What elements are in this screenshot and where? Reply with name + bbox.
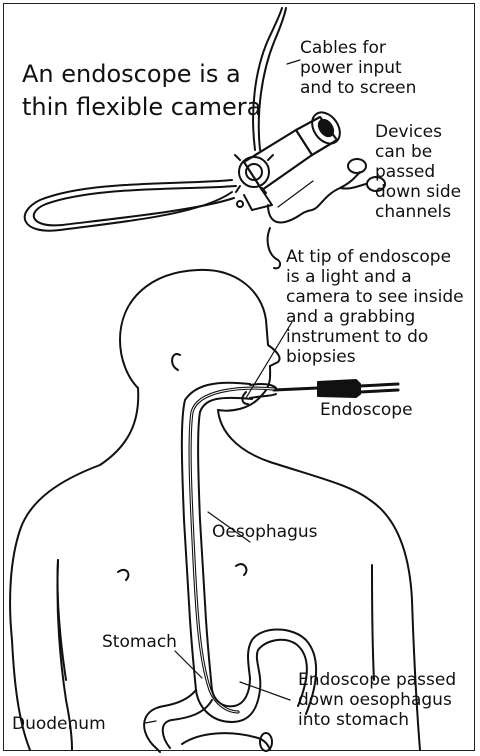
label-cables-line: Cables for — [300, 38, 416, 58]
title-line-2: thin flexible camera — [22, 91, 262, 124]
label-endoscope-passed: Endoscope passed down oesophagus into st… — [298, 670, 456, 730]
label-cables-line: power input — [300, 58, 416, 78]
label-cables-line: and to screen — [300, 78, 416, 98]
label-cables: Cables for power input and to screen — [300, 38, 416, 98]
label-duodenum: Duodenum — [12, 714, 106, 734]
label-endoscope: Endoscope — [320, 400, 413, 420]
label-tip-line: camera to see inside — [286, 287, 464, 307]
main-title: An endoscope is a thin flexible camera — [22, 58, 262, 124]
label-devices-line: can be — [375, 142, 461, 162]
label-passed-line: down oesophagus — [298, 690, 456, 710]
label-passed-line: Endoscope passed — [298, 670, 456, 690]
label-tip-line: instrument to do — [286, 327, 464, 347]
title-line-1: An endoscope is a — [22, 58, 262, 91]
label-tip-line: biopsies — [286, 347, 464, 367]
label-tip-line: is a light and a — [286, 267, 464, 287]
label-devices: Devices can be passed down side channels — [375, 122, 461, 222]
label-oesophagus: Oesophagus — [212, 522, 318, 542]
label-tip-line: and a grabbing — [286, 307, 464, 327]
label-passed-line: into stomach — [298, 710, 456, 730]
label-devices-line: Devices — [375, 122, 461, 142]
label-devices-line: passed — [375, 162, 461, 182]
oesophagus — [182, 383, 274, 712]
label-devices-line: channels — [375, 202, 461, 222]
label-tip-line: At tip of endoscope — [286, 247, 464, 267]
label-devices-line: down side — [375, 182, 461, 202]
label-tip: At tip of endoscope is a light and a cam… — [286, 247, 464, 367]
label-stomach: Stomach — [102, 632, 177, 652]
